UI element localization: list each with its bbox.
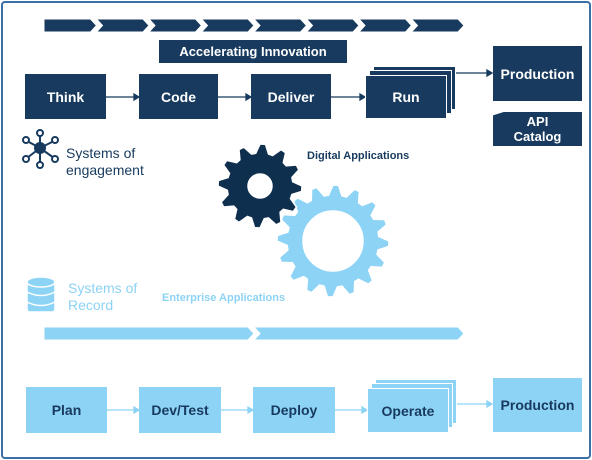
step-label: Plan xyxy=(51,402,82,418)
chevron-segment xyxy=(43,326,255,341)
production-label: Production xyxy=(500,397,575,413)
step-label: Operate xyxy=(381,402,435,419)
production-box-top: Production xyxy=(493,46,582,101)
step-deploy: Deploy xyxy=(253,387,335,433)
step-label: Code xyxy=(161,88,196,105)
production-label: Production xyxy=(500,65,575,82)
step-operate: Operate xyxy=(367,388,449,433)
production-box-bottom: Production xyxy=(493,378,582,432)
arrowhead xyxy=(247,405,255,415)
chevron-segment xyxy=(357,18,413,33)
systems-of-record-label: Systems of Record xyxy=(68,280,138,313)
chevron-segment xyxy=(305,18,360,33)
arrowhead xyxy=(245,92,253,102)
arrowhead xyxy=(486,399,494,409)
arrowhead xyxy=(359,92,367,102)
enterprise-applications-label: Enterprise Applications xyxy=(162,292,286,304)
chevron-segment xyxy=(200,18,255,33)
chevron-segment xyxy=(147,18,203,33)
network-icon xyxy=(22,129,59,169)
bottom-chevron-band xyxy=(43,326,465,341)
step-dev-test: Dev/Test xyxy=(139,387,221,433)
step-label: Deploy xyxy=(270,402,318,418)
chevron-segment xyxy=(410,18,465,33)
digital-applications-label: Digital Applications xyxy=(307,150,410,162)
step-deliver: Deliver xyxy=(251,74,331,119)
systems-of-engagement-label: Systems of engagement xyxy=(66,145,144,178)
accelerating-innovation-banner: Accelerating Innovation xyxy=(159,40,347,63)
step-code: Code xyxy=(139,74,218,119)
database-icon xyxy=(26,276,56,313)
api-catalog-label: API Catalog xyxy=(513,114,562,144)
step-label: Run xyxy=(392,89,420,105)
arrowhead xyxy=(133,405,141,415)
arrowhead xyxy=(486,68,494,78)
step-label: Deliver xyxy=(267,88,315,105)
api-catalog-box: API Catalog xyxy=(493,112,582,146)
gear-icon-light xyxy=(276,184,390,298)
step-label: Dev/Test xyxy=(151,402,209,418)
banner-label: Accelerating Innovation xyxy=(179,43,327,59)
gear-shape xyxy=(217,143,303,229)
step-think: Think xyxy=(25,74,106,119)
step-run: Run xyxy=(365,75,447,119)
chevron-segment xyxy=(252,18,308,33)
gear-shape xyxy=(276,184,390,298)
step-label: Think xyxy=(46,88,85,105)
chevron-segment xyxy=(95,18,150,33)
step-plan: Plan xyxy=(26,387,107,433)
top-chevron-band xyxy=(43,18,465,33)
arrowhead xyxy=(133,92,141,102)
chevron-segment xyxy=(43,18,98,33)
chevron-segment xyxy=(252,326,465,341)
arrowhead xyxy=(361,405,369,415)
gear-icon-dark xyxy=(217,143,303,229)
